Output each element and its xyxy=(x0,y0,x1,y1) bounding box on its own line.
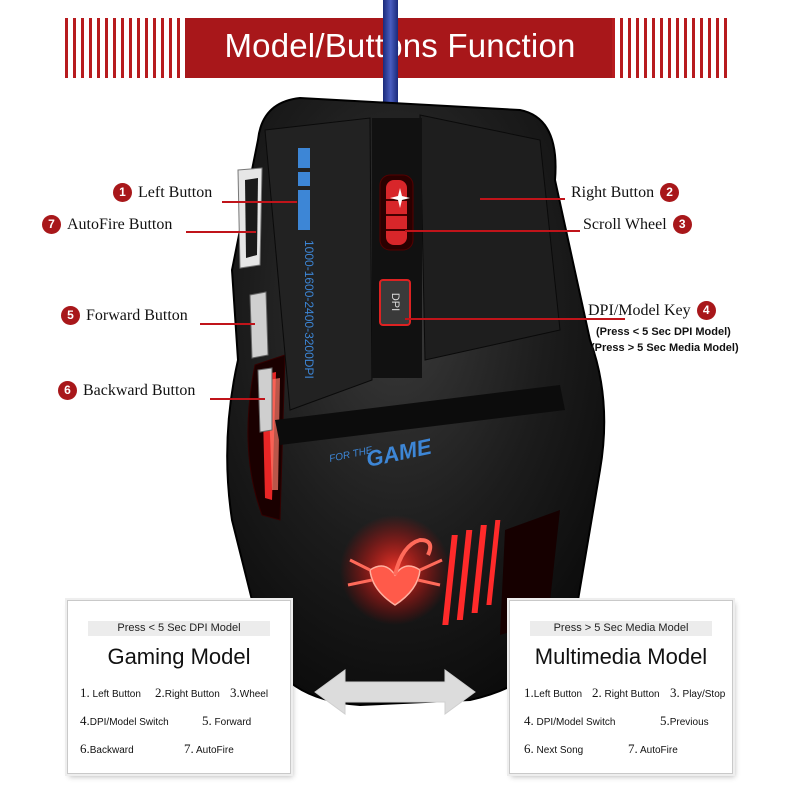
callout-label: DPI/Model Key xyxy=(588,301,691,319)
dpi-label: 1000-1600-2400-3200DPI xyxy=(302,240,316,379)
callout-line-dpi xyxy=(405,318,625,320)
callout-right-button: Right Button 2 xyxy=(571,183,680,202)
callout-backward-button: 6 Backward Button xyxy=(58,381,195,400)
list-item: 6. Next Song xyxy=(524,741,584,756)
list-item: 3.Wheel xyxy=(230,685,269,700)
dpi-led-1 xyxy=(298,148,310,168)
callout-line-forward xyxy=(200,323,255,325)
box-title: Multimedia Model xyxy=(534,644,708,669)
box-subtitle: Press > 5 Sec Media Model xyxy=(530,621,712,636)
callout-number: 7 xyxy=(42,215,61,234)
callout-number: 5 xyxy=(61,306,80,325)
callout-autofire-button: 7 AutoFire Button xyxy=(42,215,172,234)
header-stripes-right xyxy=(612,18,732,78)
list-item: 4. DPI/Model Switch xyxy=(524,713,616,728)
right-button[interactable] xyxy=(419,114,561,361)
dpi-key[interactable] xyxy=(379,279,411,326)
list-item: 2.Right Button xyxy=(155,685,220,700)
callout-label: Backward Button xyxy=(83,381,196,399)
callout-number: 3 xyxy=(672,215,692,234)
list-item: 7. AutoFire xyxy=(628,741,678,756)
list-item: 5. Forward xyxy=(202,713,252,728)
list-item: 7. AutoFire xyxy=(184,741,234,756)
list-item: 3. Play/Stop xyxy=(670,685,726,700)
callout-number: 2 xyxy=(660,183,680,202)
box-title: Gaming Model xyxy=(107,644,251,669)
list-item: 2. Right Button xyxy=(592,685,660,700)
callout-label: Right Button xyxy=(571,183,655,201)
callout-line-left-button xyxy=(222,201,297,203)
mouse-cable xyxy=(383,0,398,128)
dpi-led-3 xyxy=(298,190,310,230)
multimedia-model-box: Press > 5 Sec Media Model Multimedia Mod… xyxy=(509,600,733,774)
list-item: 5.Previous xyxy=(660,713,709,728)
callout-label: Forward Button xyxy=(86,306,188,324)
list-item: 4.DPI/Model Switch xyxy=(80,713,169,728)
callout-line-right-button xyxy=(480,198,565,200)
box-subtitle: Press < 5 Sec DPI Model xyxy=(88,621,270,636)
double-arrow-icon xyxy=(314,669,476,715)
list-item: 6.Backward xyxy=(80,741,134,756)
callout-number: 4 xyxy=(696,301,716,320)
dpi-led-2 xyxy=(298,172,310,186)
dpi-note-short: (Press < 5 Sec DPI Model) xyxy=(596,326,731,338)
callout-scroll-wheel: Scroll Wheel 3 xyxy=(583,215,692,234)
callout-label: Left Button xyxy=(138,183,213,201)
callout-label: AutoFire Button xyxy=(67,215,173,233)
header-stripes-left xyxy=(65,18,185,78)
callout-left-button: 1 Left Button xyxy=(113,183,212,202)
callout-line-autofire xyxy=(186,231,256,233)
callout-label: Scroll Wheel xyxy=(583,215,667,233)
callout-line-backward xyxy=(210,398,265,400)
header-banner xyxy=(185,18,612,78)
list-item: 1. Left Button xyxy=(80,685,141,700)
callout-number: 1 xyxy=(113,183,132,202)
scorpion-logo xyxy=(340,515,450,625)
callout-forward-button: 5 Forward Button xyxy=(61,306,188,325)
forward-button[interactable] xyxy=(249,291,269,359)
list-item: 1.Left Button xyxy=(524,685,583,700)
left-button[interactable] xyxy=(264,117,373,411)
callout-dpi-key: DPI/Model Key 4 xyxy=(588,301,716,320)
dpi-note-long: (Press > 5 Sec Media Model) xyxy=(591,342,739,354)
callout-number: 6 xyxy=(58,381,77,400)
gaming-model-box: Press < 5 Sec DPI Model Gaming Model 1. … xyxy=(67,600,291,774)
dpi-key-text: DPI xyxy=(389,293,401,311)
page-title: Model/Buttons Function xyxy=(224,27,576,64)
callout-line-scroll xyxy=(405,230,580,232)
backward-button[interactable] xyxy=(257,367,273,433)
